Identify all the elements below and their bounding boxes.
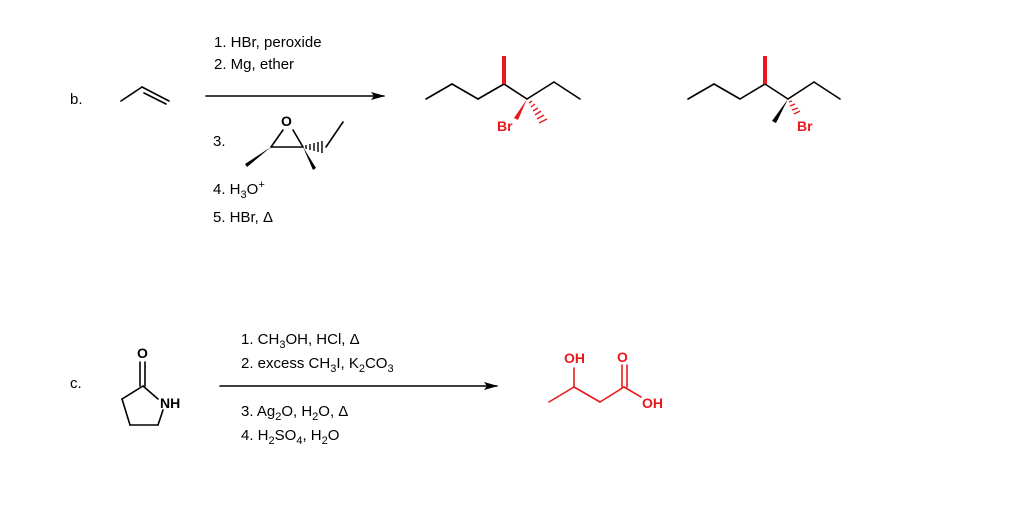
propene-reactant [120,86,170,105]
product-hydroxyl: OH [564,350,585,366]
problem-c-label: c. [70,375,82,392]
reagent-c-step-3: 3. Ag2O, H2O, Δ [241,403,348,423]
reagent-step-3-number: 3. [213,133,226,150]
pyrrolidinone-reactant: O NH [121,345,180,426]
reagent-step-1: 1. HBr, peroxide [214,34,322,51]
reagent-step-2: 2. Mg, ether [214,56,294,73]
problem-b: b. 1. HBr, peroxide 2. Mg, ether 3. O [70,34,841,226]
product-b-1-bromine: Br [497,118,513,134]
reagent-c-step-2: 2. excess CH3I, K2CO3 [241,355,394,375]
product-b-2: Br [687,56,841,134]
epoxide-oxygen: O [281,113,292,129]
reagent-step-5: 5. HBr, Δ [213,209,273,226]
problem-c: c. O NH 1. CH3OH, HCl, Δ 2. excess CH3I,… [70,331,663,447]
reagent-c-step-4: 4. H2SO4, H2O [241,427,339,447]
epoxide-structure: O [245,113,344,170]
product-c: OH O OH [548,349,663,411]
problem-b-label: b. [70,91,83,108]
product-b-1: Br [425,56,581,134]
product-b-2-bromine: Br [797,118,813,134]
reagent-c-step-1: 1. CH3OH, HCl, Δ [241,331,360,351]
reactant-nh: NH [160,395,180,411]
product-acid-hydroxyl: OH [642,395,663,411]
reactant-carbonyl-oxygen: O [137,345,148,361]
reagent-step-4: 4. H3O+ [213,179,265,201]
product-carbonyl-oxygen: O [617,349,628,365]
